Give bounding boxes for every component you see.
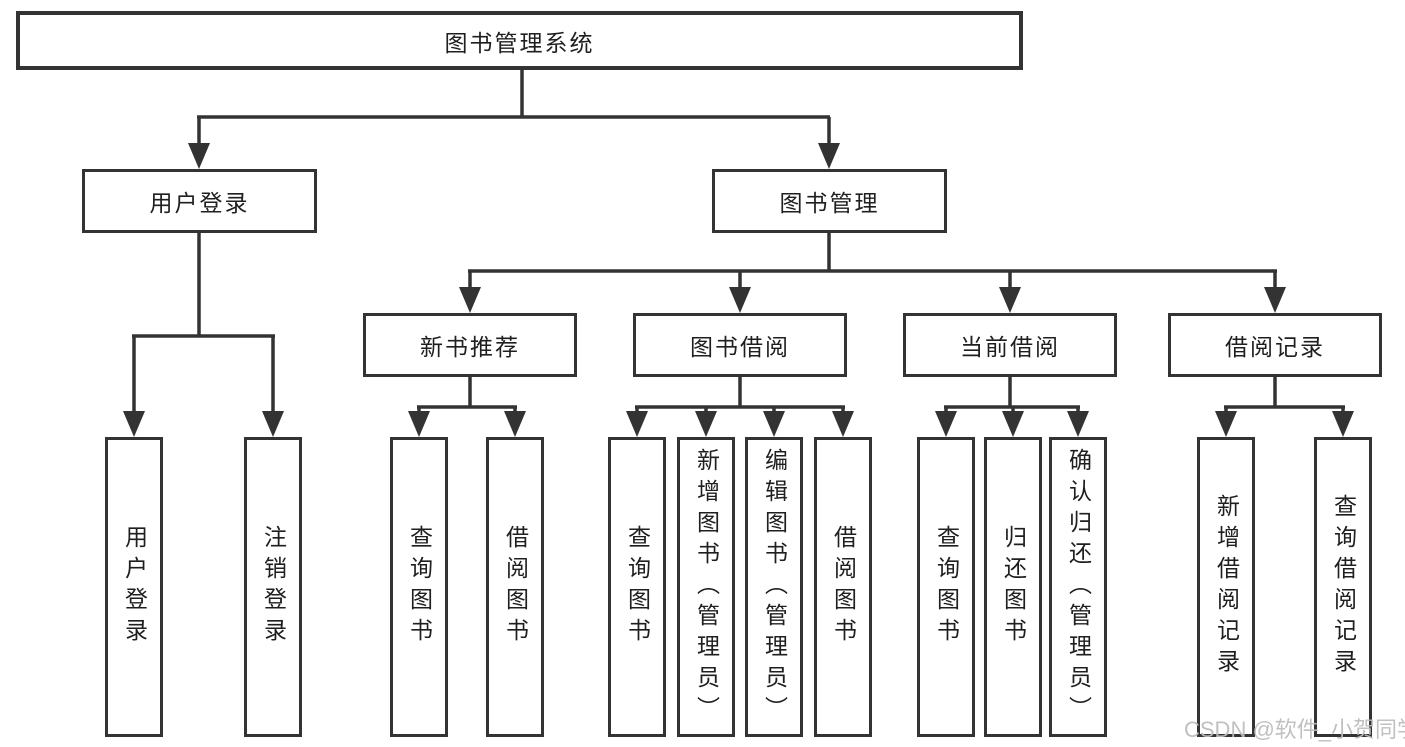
connector-book-borrow-branch [626,377,854,437]
leaf-current-return: 归还图书 [984,437,1042,737]
node-book-borrow-label: 图书借阅 [690,334,790,360]
node-new-books-label: 新书推荐 [420,334,520,360]
arrowhead [188,143,210,169]
leaf-borrow-add-admin: 新增图书（管理员） [677,437,735,737]
leaf-new-books-query-label: 查询图书 [406,525,433,649]
arrowhead [1332,411,1354,437]
arrowhead [1067,411,1089,437]
leaf-current-query-label: 查询图书 [933,525,960,649]
node-user-login: 用户登录 [82,169,317,233]
leaf-records-add-label: 新增借阅记录 [1213,494,1240,680]
arrowhead [832,411,854,437]
node-book-borrow: 图书借阅 [633,313,847,377]
leaf-user-login: 用户登录 [105,437,163,737]
arrowhead [262,411,284,437]
arrowhead [729,287,751,313]
arrowhead [818,143,840,169]
connector-book-mgmt-branch [459,233,1286,313]
node-root-library-system: 图书管理系统 [16,11,1023,70]
connector-user-login-branch [123,233,284,437]
leaf-borrow-book-label: 借阅图书 [830,525,857,649]
leaf-records-query: 查询借阅记录 [1314,437,1372,737]
leaf-current-confirm-admin-label: 确认归还（管理员） [1065,447,1092,727]
arrowhead [1215,411,1237,437]
leaf-current-query: 查询图书 [917,437,975,737]
connector-new-books-branch [408,377,526,437]
node-book-mgmt-label: 图书管理 [779,190,880,216]
leaf-logout-label: 注销登录 [260,525,287,649]
leaf-borrow-edit-admin: 编辑图书（管理员） [745,437,803,737]
node-borrow-records-label: 借阅记录 [1225,334,1325,360]
connector-current-borrow-branch [935,377,1089,437]
leaf-user-login-label: 用户登录 [121,525,148,649]
arrowhead [459,287,481,313]
arrowhead [1264,287,1286,313]
node-user-login-label: 用户登录 [149,190,250,216]
arrowhead [504,411,526,437]
leaf-new-books-query: 查询图书 [390,437,448,737]
node-borrow-records: 借阅记录 [1168,313,1382,377]
arrowhead [935,411,957,437]
arrowhead [1002,411,1024,437]
arrowhead [408,411,430,437]
connector-root-to-level2 [188,70,840,169]
arrowhead [763,411,785,437]
node-root-label: 图书管理系统 [444,29,595,56]
leaf-borrow-book: 借阅图书 [814,437,872,737]
leaf-current-confirm-admin: 确认归还（管理员） [1049,437,1107,737]
leaf-borrow-edit-admin-label: 编辑图书（管理员） [761,447,788,727]
csdn-watermark: CSDN @软件_小贺同学 [1184,717,1405,742]
leaf-borrow-query: 查询图书 [608,437,666,737]
leaf-records-query-label: 查询借阅记录 [1330,494,1357,680]
arrowhead [626,411,648,437]
node-new-books: 新书推荐 [363,313,577,377]
connector-borrow-records-branch [1215,377,1354,437]
node-current-borrow: 当前借阅 [903,313,1117,377]
node-current-borrow-label: 当前借阅 [960,334,1060,360]
leaf-borrow-query-label: 查询图书 [624,525,651,649]
leaf-records-add: 新增借阅记录 [1197,437,1255,737]
arrowhead [123,411,145,437]
arrowhead [999,287,1021,313]
leaf-new-books-borrow: 借阅图书 [486,437,544,737]
leaf-logout: 注销登录 [244,437,302,737]
leaf-borrow-add-admin-label: 新增图书（管理员） [693,447,720,727]
arrowhead [695,411,717,437]
node-book-mgmt: 图书管理 [712,169,947,233]
leaf-new-books-borrow-label: 借阅图书 [502,525,529,649]
leaf-current-return-label: 归还图书 [1000,525,1027,649]
